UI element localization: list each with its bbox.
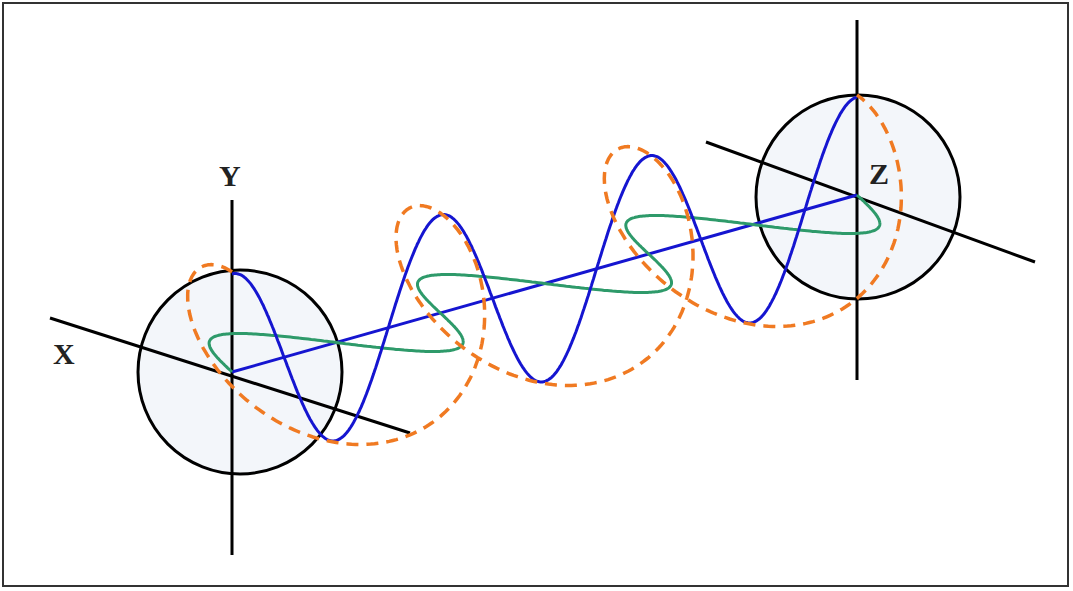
end-horizontal-axis [706, 142, 1035, 262]
circular-polarization-helix [188, 95, 902, 445]
axis-label: Y [216, 160, 244, 192]
start-circle [138, 270, 342, 474]
axis-label: Z [866, 158, 892, 190]
axis-label: X [50, 338, 78, 370]
end-vertical-axis [856, 20, 859, 380]
vertical-field-wave [232, 97, 857, 441]
